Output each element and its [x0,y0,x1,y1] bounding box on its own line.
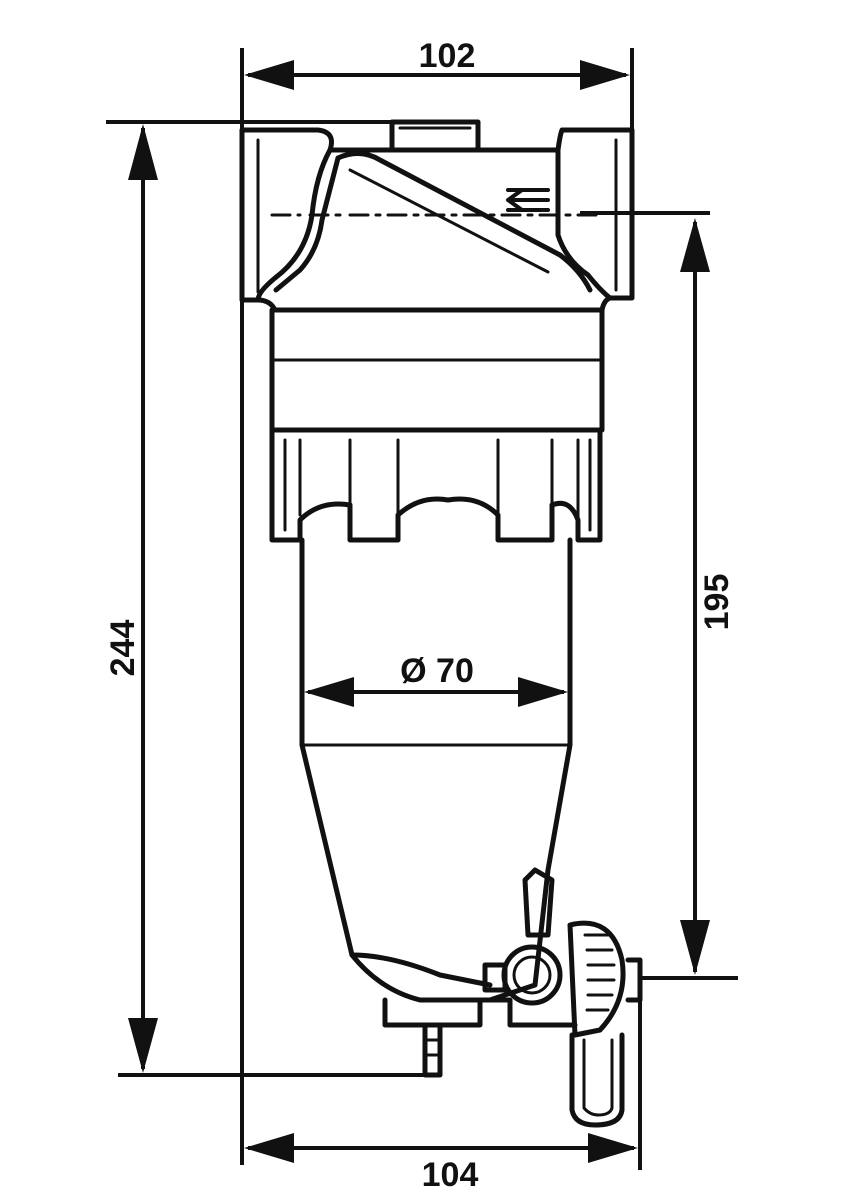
dimension-label-total-height: 244 [104,620,142,677]
backwash-valve [482,867,643,1128]
dimension-top-width: 102 [240,37,634,1165]
filter-housing [239,119,643,1128]
dimension-bottom-width: 104 [244,1000,642,1194]
dimension-label-connection-height: 195 [698,574,736,631]
filter-bowl [299,537,573,1003]
filter-head [239,119,635,313]
dimension-label-bowl-diameter: Ø 70 [400,652,474,690]
filter-bayonet-ribs [269,427,603,543]
dimension-bowl-diameter: Ø 70 [304,652,568,707]
dimension-total-height: 244 [104,120,425,1077]
drain-fitting [382,997,483,1078]
dimension-label-bottom-width: 104 [422,1156,479,1194]
filter-collar [269,307,605,433]
dimension-label-top-width: 102 [419,37,476,75]
dimension-connection-height: 195 [580,211,738,980]
